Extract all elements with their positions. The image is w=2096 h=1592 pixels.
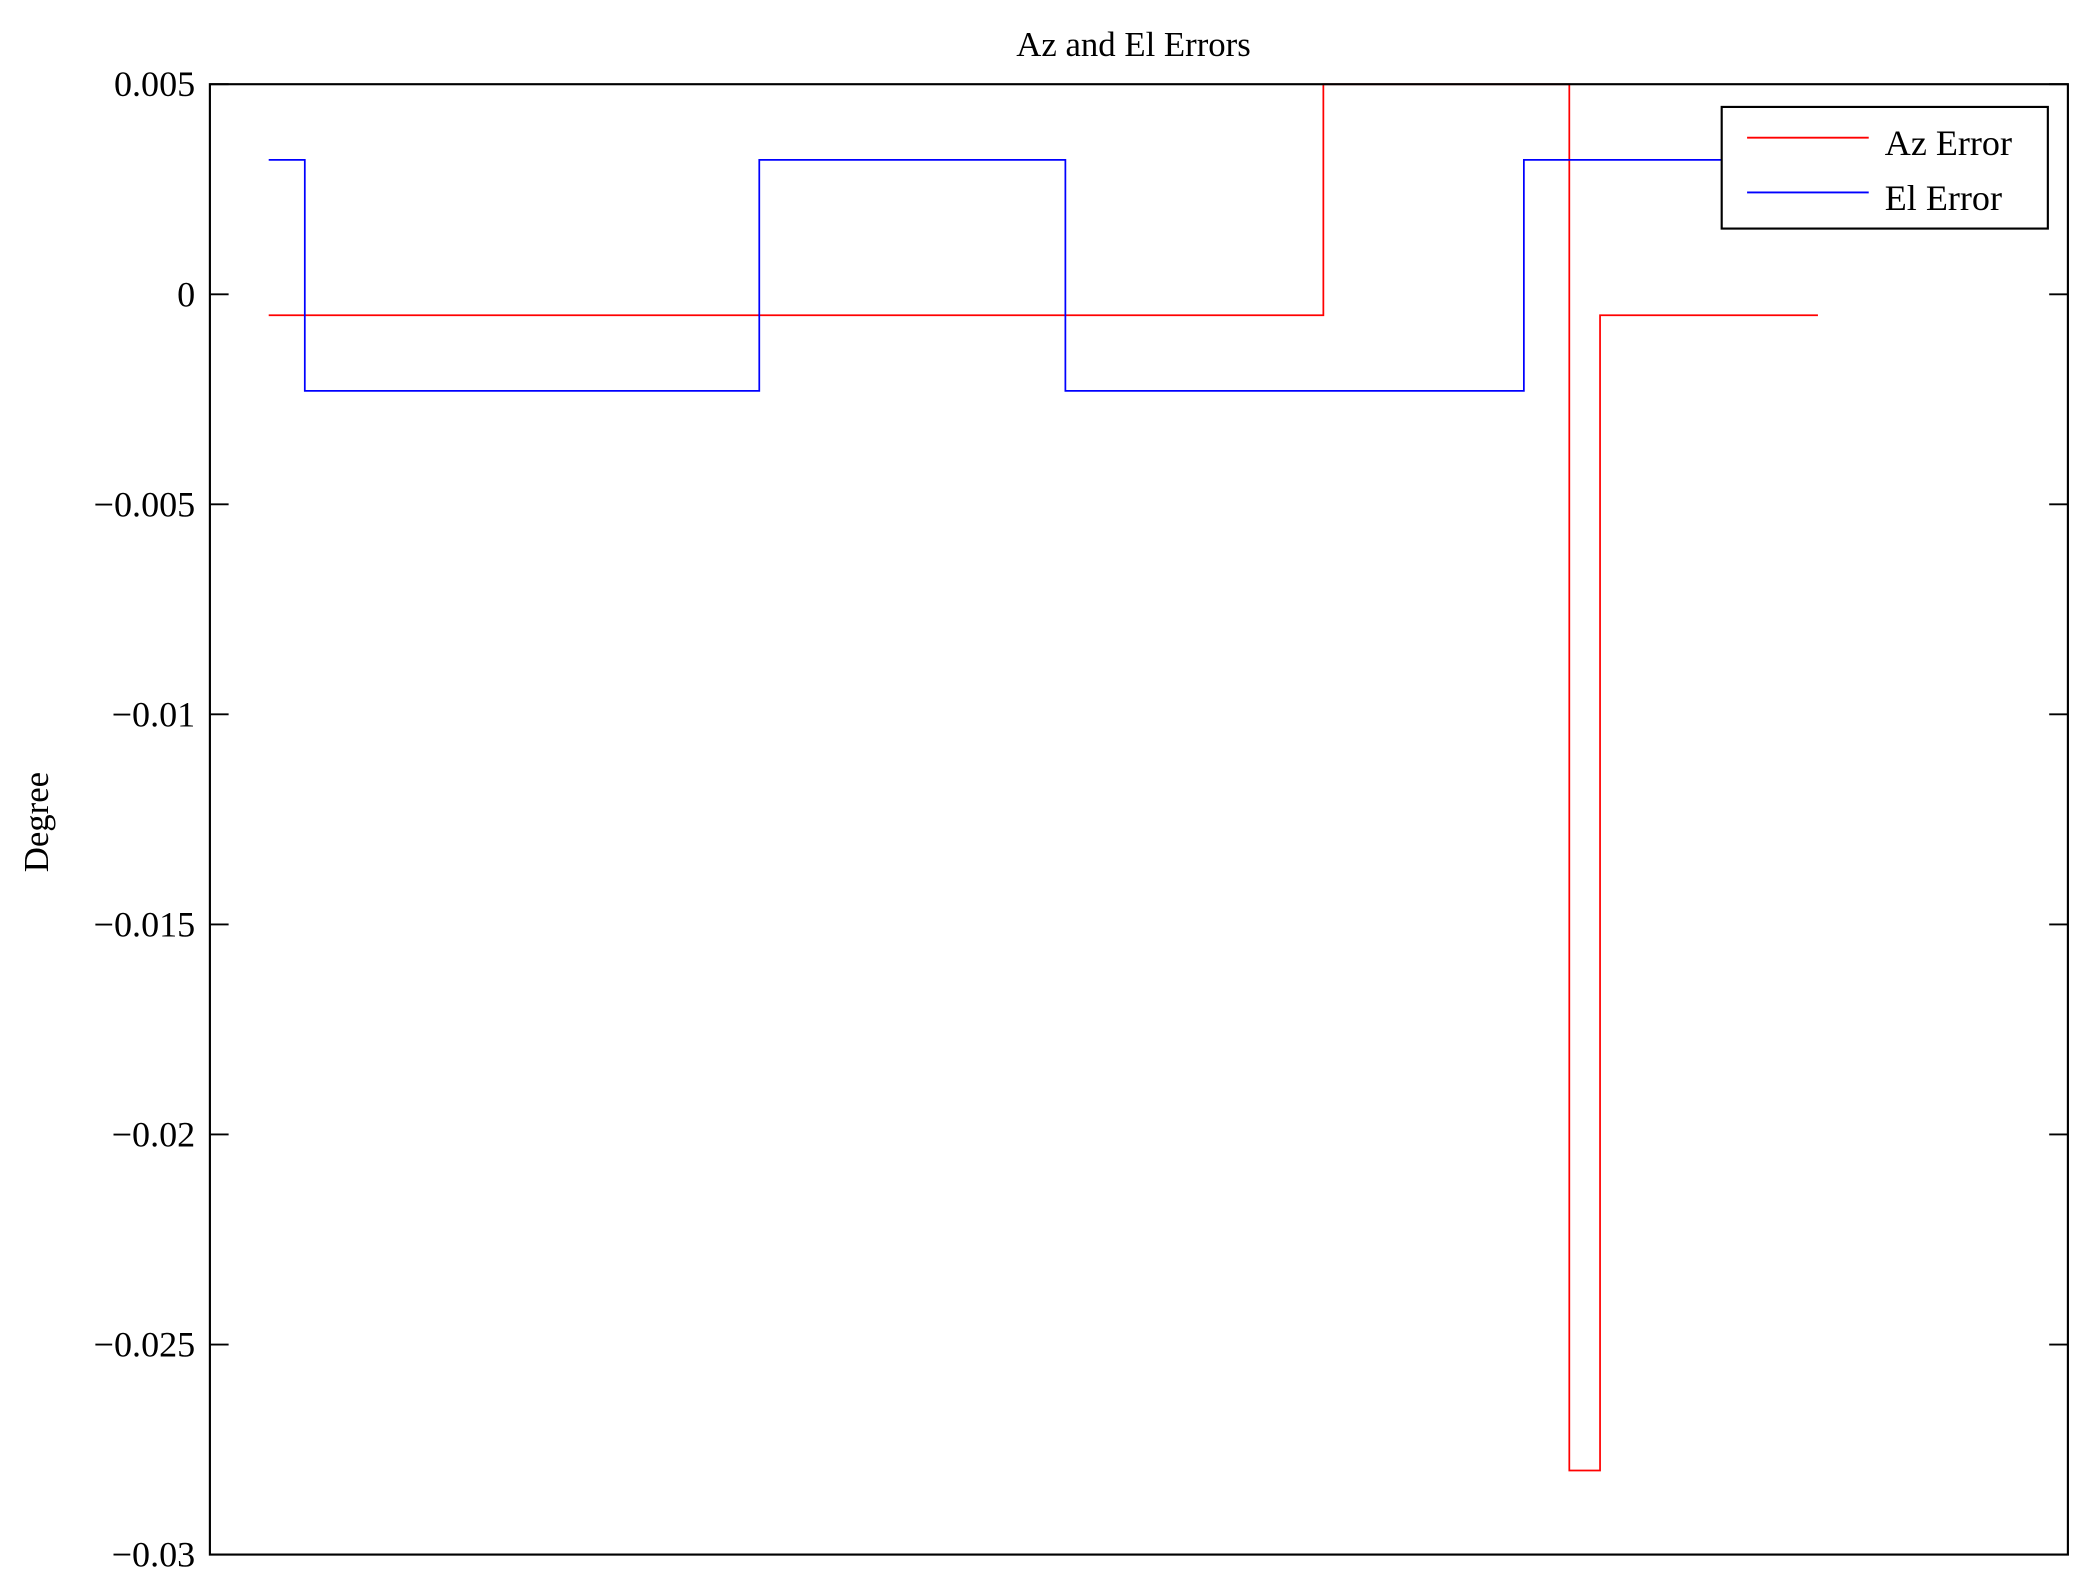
legend-label-el: El Error — [1885, 178, 2002, 218]
y-tick-label: −0.01 — [112, 694, 195, 734]
y-tick-label: −0.025 — [94, 1325, 196, 1365]
y-tick-label: −0.015 — [94, 904, 196, 944]
y-tick-label: −0.005 — [94, 484, 196, 524]
series-lines — [268, 83, 1818, 1472]
legend: Az Error El Error — [1720, 105, 2049, 230]
y-tick-label: −0.03 — [112, 1535, 195, 1575]
series-line-az-error — [268, 83, 1818, 1472]
chart-title: Az and El Errors — [1016, 25, 1250, 64]
y-ticks: 0.005 0 −0.005 −0.01 −0.015 −0.02 −0.025 −0.03 — [94, 64, 2068, 1575]
y-axis-label: Degree — [17, 772, 56, 872]
y-tick-label: 0.005 — [114, 64, 195, 104]
plot-area-frame — [208, 83, 2069, 1556]
legend-label-az: Az Error — [1885, 123, 2012, 163]
y-tick-label: 0 — [177, 274, 195, 314]
series-line-el-error — [268, 158, 1818, 392]
legend-box — [1720, 105, 2049, 230]
y-tick-label: −0.02 — [112, 1114, 195, 1154]
